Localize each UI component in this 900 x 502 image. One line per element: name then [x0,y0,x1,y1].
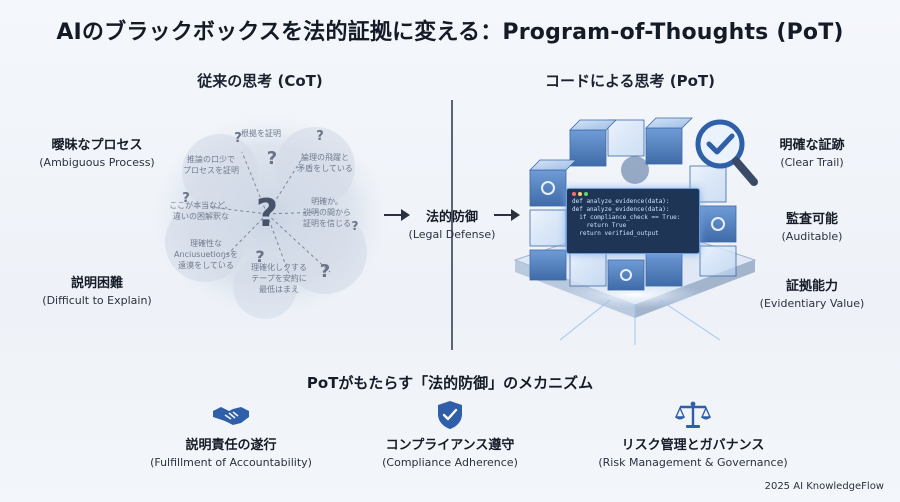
window-dots [572,192,694,196]
cloud-note-1: 根拠を証明 [241,129,281,138]
mechanism-item-risk: リスク管理とガバナンス (Risk Management & Governanc… [588,400,798,469]
scales-icon [588,400,798,430]
evidentiary-value-label: 証拠能力 (Evidentiary Value) [759,279,865,310]
svg-text:?: ? [316,129,324,144]
difficult-explain-label: 説明困難 (Difficult to Explain) [42,276,152,307]
auditable-label: 監査可能 (Auditable) [781,212,843,243]
cloud-note-5: 明確か。 説明の間から 証明を信じる [303,197,351,228]
shield-check-icon [345,400,555,430]
thought-cloud-graphic: ? ? ? ? ? ? ? ? [152,115,388,319]
ambiguous-process-label: 曖昧なプロセス (Ambiguous Process) [39,138,155,169]
mechanism-heading: PoTがもたらす「法的防御」のメカニズム [306,374,594,392]
cot-heading: 従来の思考 (CoT) [197,72,323,90]
page-title: AIのブラックボックスを法的証拠に変える：Program-of-Thoughts… [56,20,844,45]
svg-text:?: ? [256,191,278,235]
thought-cloud: ? ? ? ? ? ? ? ? [150,112,390,322]
cloud-note-2: 推論の口少で プロセスを証明 [183,155,239,175]
footer-credit: 2025 AI KnowledgeFlow [764,481,884,492]
svg-text:?: ? [234,131,242,146]
svg-text:?: ? [352,219,359,233]
mechanism-item-accountability: 説明責任の遂行 (Fulfillment of Accountability) [126,400,336,469]
magnifier-check-icon [695,119,758,186]
legal-defense-label: 法的防御 (Legal Defense) [408,210,496,241]
code-line-3: def analyze_evidence(data): [572,206,670,213]
svg-text:?: ? [255,247,264,266]
svg-text:?: ? [267,148,277,169]
svg-text:?: ? [182,191,190,206]
svg-text:?: ? [320,261,330,282]
clear-trail-label: 明確な証跡 (Clear Trail) [779,138,845,169]
panel-divider [451,100,453,350]
code-window: def analyze_evidence(data): def analyze_… [566,188,700,254]
code-line-5: return True [572,222,627,229]
arrow-right-icon [384,209,410,221]
handshake-icon [126,400,336,430]
cloud-note-3: 論理の飛躍と 矛盾をしている [297,153,353,173]
cloud-note-4: ここが本当など、 違いの困解釈な [169,201,233,221]
arrow-right-icon-2 [494,209,520,221]
mechanism-item-compliance: コンプライアンス遵守 (Compliance Adherence) [345,400,555,469]
cloud-note-7: 理確化しクする テープを安約に 最低はまえ [251,263,307,294]
code-line-1: def analyze_evidence(data): [572,198,670,205]
code-line-4: if compliance_check == True: [572,214,681,221]
code-line-7: return verified_output [572,230,659,237]
pot-heading: コードによる思考 (PoT) [544,72,715,90]
cloud-note-6: 理確性な Anciusuetionsを 遠漠をしている [174,239,238,270]
